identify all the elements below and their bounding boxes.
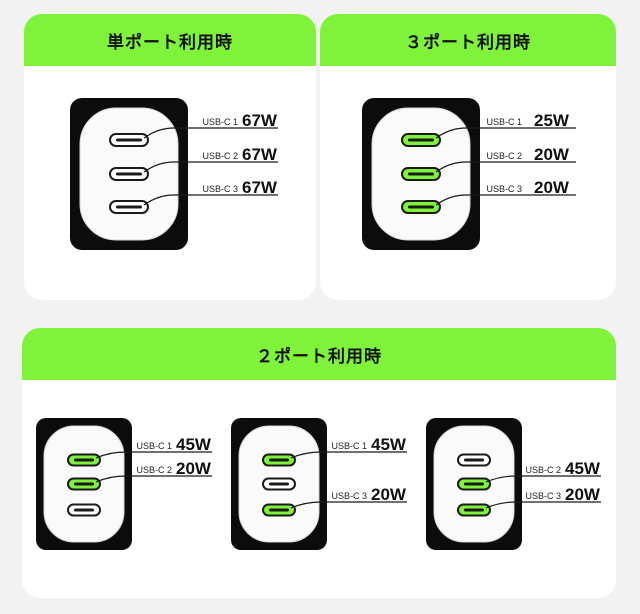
- leader-line: [143, 161, 278, 173]
- watt-value: 20W: [371, 485, 407, 504]
- panel-title-three: ３ポート利用時: [320, 14, 616, 66]
- leader-line: [485, 501, 601, 509]
- port-slot: [408, 138, 434, 142]
- watt-value: 20W: [534, 178, 570, 197]
- leader-line: [143, 194, 278, 206]
- port-slot: [74, 482, 94, 486]
- port-slot: [269, 458, 289, 462]
- port-label: USB-C 2: [486, 151, 522, 161]
- leader-line: [290, 501, 407, 509]
- leader-line: [95, 451, 212, 459]
- panel-three-port: ３ポート利用時: [320, 14, 616, 300]
- port-label: USB-C 2: [136, 465, 172, 475]
- panel-title-two: ２ポート利用時: [22, 328, 616, 380]
- port-slot: [116, 205, 142, 209]
- port-slot: [464, 458, 484, 462]
- leader-line: [435, 194, 576, 206]
- panel-title-single: 単ポート利用時: [24, 14, 316, 66]
- leader-line: [290, 451, 407, 459]
- leader-line: [435, 161, 576, 173]
- port-label: USB-C 3: [331, 491, 367, 501]
- port-slot: [116, 172, 142, 176]
- leader-line: [143, 127, 278, 139]
- leader-line: [485, 475, 601, 483]
- watt-value: 67W: [242, 145, 278, 164]
- port-label: USB-C 2: [525, 465, 561, 475]
- watt-value: 67W: [242, 111, 278, 130]
- watt-value: 25W: [534, 111, 570, 130]
- leader-line: [95, 475, 212, 483]
- watt-value: 67W: [242, 178, 278, 197]
- port-slot: [408, 205, 434, 209]
- port-label: USB-C 2: [202, 151, 238, 161]
- port-label: USB-C 3: [486, 184, 522, 194]
- watt-value: 45W: [371, 435, 407, 454]
- port-label: USB-C 1: [202, 117, 238, 127]
- port-label: USB-C 3: [202, 184, 238, 194]
- port-label: USB-C 1: [136, 441, 172, 451]
- port-slot: [408, 172, 434, 176]
- port-slot: [464, 508, 484, 512]
- watt-value: 45W: [176, 435, 212, 454]
- port-slot: [74, 458, 94, 462]
- port-slot: [116, 138, 142, 142]
- port-slot: [269, 508, 289, 512]
- watt-value: 20W: [534, 145, 570, 164]
- port-label: USB-C 1: [486, 117, 522, 127]
- port-label: USB-C 1: [331, 441, 367, 451]
- port-label: USB-C 3: [525, 491, 561, 501]
- watt-value: 45W: [565, 459, 601, 478]
- watt-value: 20W: [565, 485, 601, 504]
- port-slot: [464, 482, 484, 486]
- port-slot: [74, 508, 94, 512]
- leader-line: [435, 127, 576, 139]
- watt-value: 20W: [176, 459, 212, 478]
- port-slot: [269, 482, 289, 486]
